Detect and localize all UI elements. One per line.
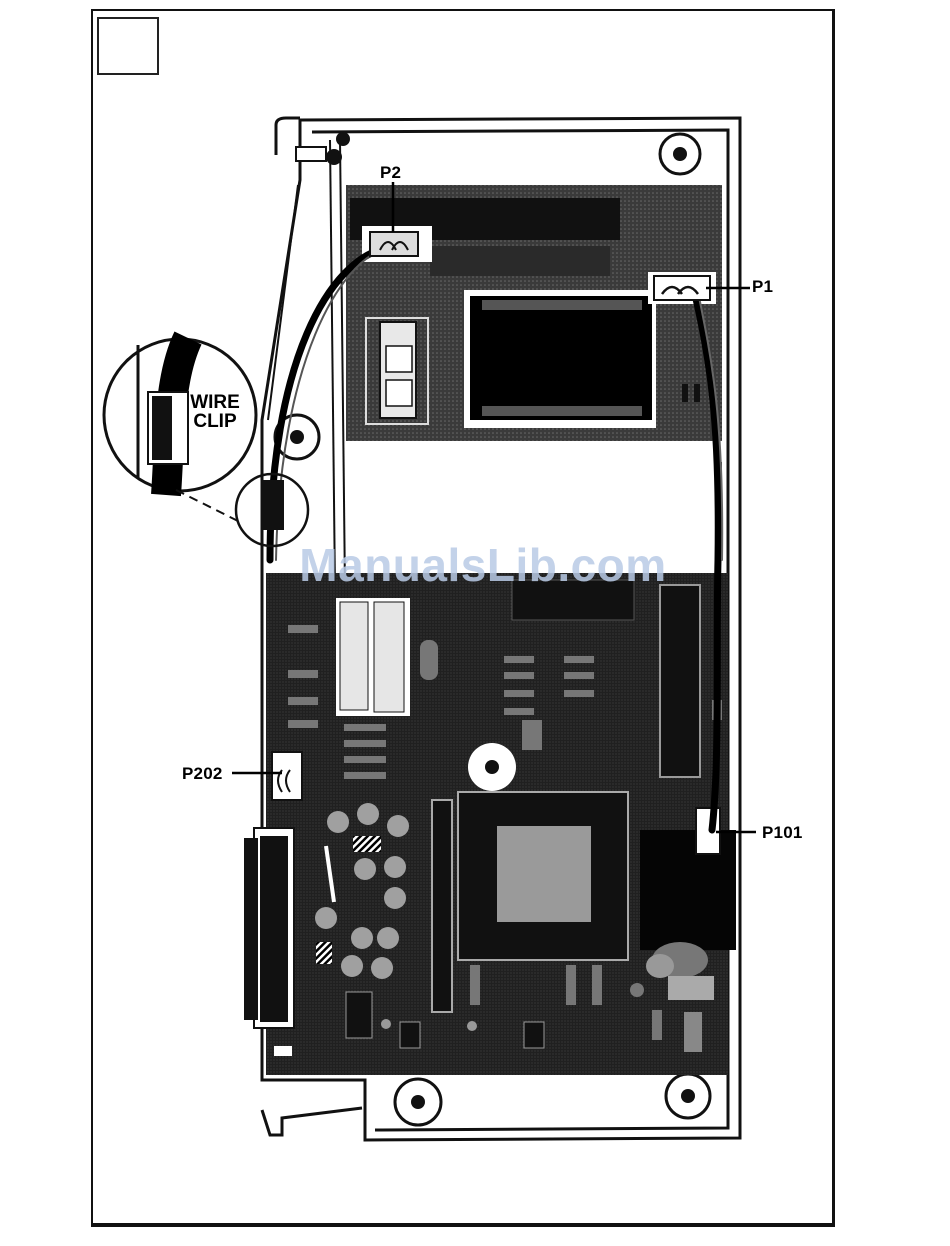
label-p202: P202 [182, 764, 223, 784]
main-board [244, 573, 736, 1075]
p2-connector [370, 232, 418, 256]
p1-connector [654, 276, 710, 300]
label-p101: P101 [762, 823, 803, 843]
latch-dot-icon [336, 132, 350, 146]
daughterboard [346, 185, 722, 441]
wire-clip-line2: CLIP [186, 412, 244, 431]
wire-clip-line1: WIRE [186, 393, 244, 412]
label-p1: P1 [752, 277, 773, 297]
label-p2: P2 [380, 163, 401, 183]
latch-tab [296, 147, 326, 161]
wire-clip-label: WIRE CLIP [186, 393, 244, 431]
latch-dot-icon [326, 149, 342, 165]
watermark-text: ManualsLib.com [268, 538, 698, 592]
